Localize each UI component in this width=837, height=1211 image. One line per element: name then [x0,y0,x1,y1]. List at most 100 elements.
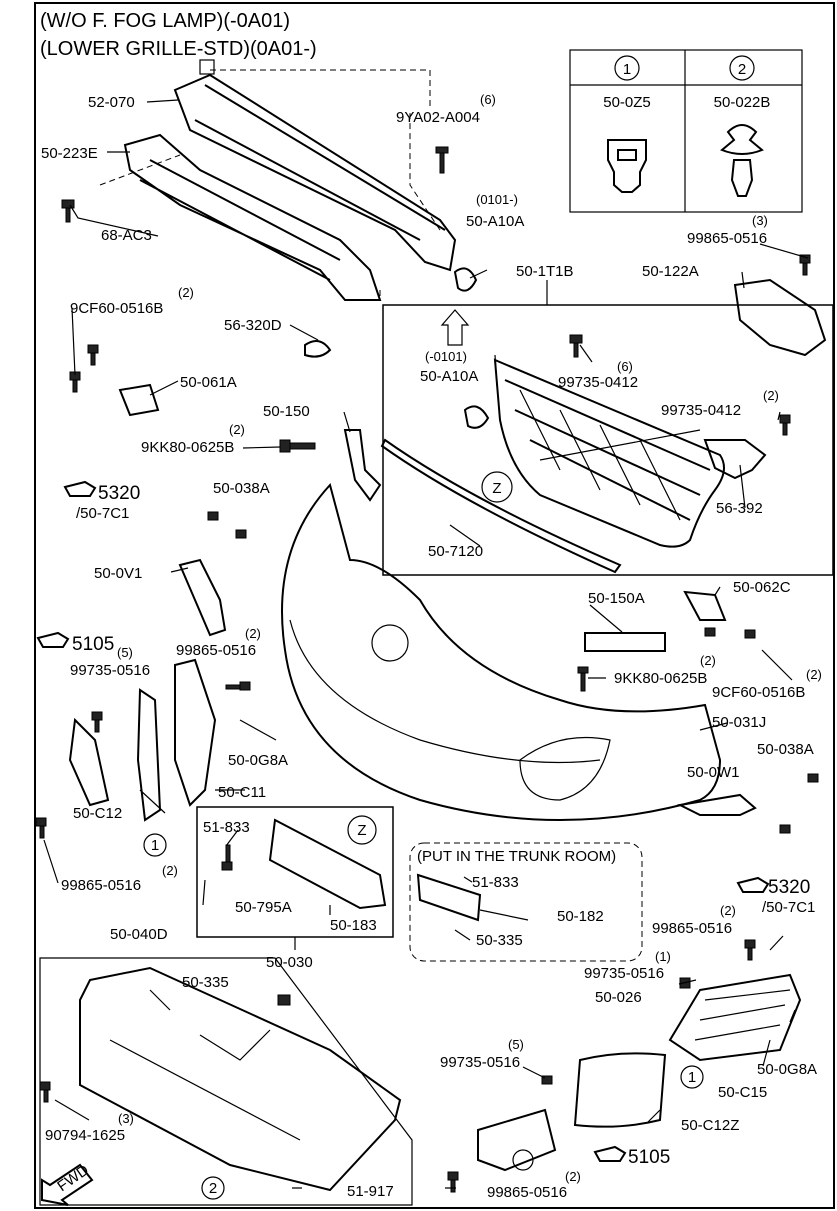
callout-1-b: 1 [688,1069,696,1086]
callout-1-a: 1 [151,837,159,854]
label-50-040d: 50-040D [110,926,168,943]
bracket-56-392 [703,439,767,480]
fog-cover-50-c15 [668,973,802,1062]
label-50-030: 50-030 [266,954,313,971]
label-50-7120: 50-7120 [428,543,483,560]
screw-99865-0516-c-icon [744,939,756,961]
label-50-0g8a-a: 50-0G8A [228,752,288,769]
bolt-9kk80-a-icon [279,439,316,453]
diagram-title-line2: (LOWER GRILLE-STD)(0A01-) [40,38,317,60]
screw-99735-0412-a-icon [569,334,583,358]
bezel-50-026 [477,1108,557,1172]
callout-1b-circle [680,1065,704,1089]
label-50-a10a-b: 50-A10A [420,368,478,385]
bumper-reinforcement-52-070 [173,73,457,272]
bracket-50-150a [584,632,666,652]
label-50-183: 50-183 [330,917,377,934]
grille-side-inner [136,688,162,822]
label-50-c12: 50-C12 [73,805,122,822]
label-90794-1625: 90794-1625 [45,1127,125,1144]
fwd-label: FWD [54,1162,92,1196]
qty-9cf60-a: (2) [178,285,194,300]
trunk-room-note: (PUT IN THE TRUNK ROOM) [417,848,616,865]
callout-1a-circle [143,833,167,857]
label-9kk80-0625b-a: 9KK80-0625B [141,439,234,456]
label-50-0w1: 50-0W1 [687,764,740,781]
label-99735-0516-b: 99735-0516 [584,965,664,982]
diagram-title-line1: (W/O F. FOG LAMP)(-0A01) [40,10,290,32]
bracket-50-0v1 [178,558,227,637]
label-99865-0516-e: 99865-0516 [487,1184,567,1201]
label-50-150a: 50-150A [588,590,645,607]
hand-pointer-5320-a-icon [63,480,97,497]
label-99735-0412-b: 99735-0412 [661,402,741,419]
qty-99865-0516-e: (2) [565,1169,581,1184]
qty-9cf60-b: (2) [806,667,822,682]
clip-56-320d [304,340,332,358]
bracket-marker [199,59,215,75]
hand-pointer-5105-a-icon [36,631,70,648]
bracket-50-062c [683,590,727,621]
screw-99735-0412-b-icon [779,414,791,436]
grille-mesh [519,389,701,521]
clip-50-038a-a-icon [207,511,247,539]
qty-99735-0412-b: (2) [763,388,779,403]
label-50-335-b: 50-335 [182,974,229,991]
legend-col1-header: 1 [623,61,631,78]
qty-99865-a: (3) [752,213,768,228]
label-68-ac3: 68-AC3 [101,227,152,244]
bezel-hole [512,1149,534,1171]
label-99735-0516-a: 99735-0516 [70,662,150,679]
label-99735-0516-c: 99735-0516 [440,1054,520,1071]
under-cover-50-040d [79,966,402,1192]
label-50-1t1b: 50-1T1B [516,263,574,280]
under-cover-box [39,957,413,1206]
direction-arrow-up-icon [440,309,470,346]
clip-50-335-icon [277,994,291,1006]
cap-50-a10a-upper-icon [453,267,478,292]
hand-pointer-5105-b-icon [593,1145,627,1162]
label-99735-0412-a: 99735-0412 [558,374,638,391]
bolt-9ya02-icon [435,146,449,174]
fog-cover-mesh [694,989,791,1041]
diagram-frame [34,2,835,1209]
label-50-038a-a: 50-038A [213,480,270,497]
fwd-arrow-icon [41,1163,94,1206]
legend-col2-header: 2 [738,61,746,78]
ref-5105-a: 5105 [72,634,114,655]
label-99865-0516-lower: 99865-0516 [61,877,141,894]
label-50-c15: 50-C15 [718,1084,767,1101]
label-50-038a-b: 50-038A [757,741,814,758]
screw-99865-0516-b-icon [225,681,251,691]
fascia-inner-edge [289,619,601,764]
label-50-0g8a-b: 50-0G8A [757,1061,817,1078]
callout-z-b: Z [357,822,366,839]
qty-99735-0412-a: (6) [617,359,633,374]
label-99865-0516-c: 99865-0516 [652,920,732,937]
qty-9kk80-a: (2) [229,422,245,437]
qty-9kk80-b: (2) [700,653,716,668]
ref-5320-a: 5320 [98,483,140,504]
screw-51-833-icon [221,844,233,871]
bumper-fascia-50-031j [281,482,722,821]
label-99865-0516-b: 99865-0516 [176,642,256,659]
label-50-031j: 50-031J [712,714,766,731]
callout-2: 2 [209,1180,217,1197]
label-51-833-a: 51-833 [203,819,250,836]
license-bracket-50-183 [268,818,387,910]
hand-pointer-5320-b-icon [736,876,770,893]
qty-99735-0516-a: (5) [117,645,133,660]
qty-99865-0516-b: (2) [245,626,261,641]
ref-50-7c1-b: /50-7C1 [762,899,815,916]
label-50-c11: 50-C11 [218,784,266,801]
label-50-026: 50-026 [595,989,642,1006]
clip-50-038a-b-icon [779,773,819,834]
ref-5320-b: 5320 [768,877,810,898]
trunk-room-box [409,842,643,962]
label-9kk80-0625b-b: 9KK80-0625B [614,670,707,687]
bezel-50-c12z [573,1052,667,1128]
label-50-335-a: 50-335 [476,932,523,949]
screw-9cf60-a-icon [69,344,99,393]
legend-col1-part: 50-0Z5 [603,94,651,111]
